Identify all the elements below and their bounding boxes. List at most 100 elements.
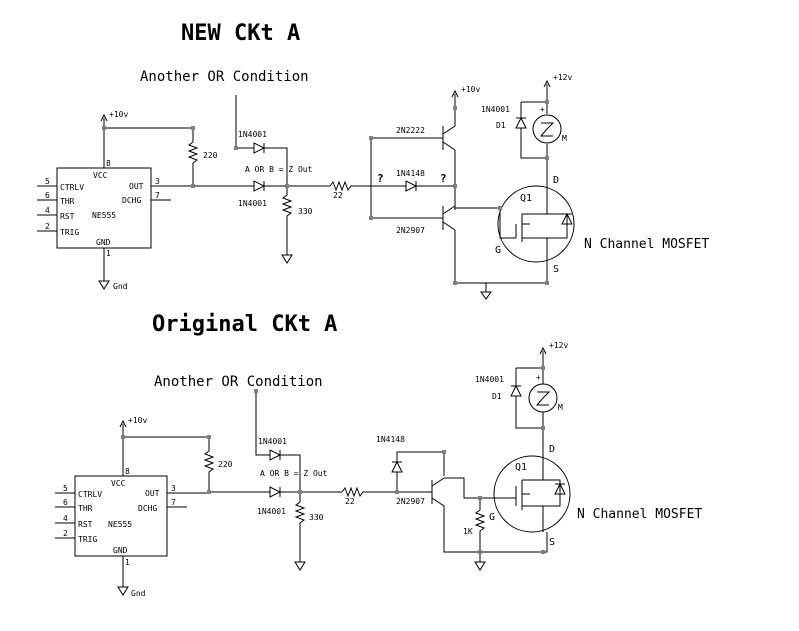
gnd-label: Gnd <box>113 282 128 291</box>
resistor-220: 220 <box>187 141 218 186</box>
original-pin-1: 1 <box>125 558 130 567</box>
resistor-22: 22 <box>329 180 371 200</box>
original-resistor-330: 330 <box>294 492 324 571</box>
q1-label: Q1 <box>520 193 532 204</box>
original-vcc-12v-label: +12v <box>549 341 568 350</box>
original-r22-label: 22 <box>345 497 355 506</box>
d1-ref-label: D1 <box>496 121 506 130</box>
new-circuit: NEW CKt A Another OR Condition +10v VCC … <box>37 21 709 300</box>
original-chip-vcc: VCC <box>111 479 126 488</box>
diode-1n4148-label: 1N4148 <box>396 169 425 178</box>
original-d1-ref: D1 <box>492 392 502 401</box>
pin-5-label: 5 <box>45 177 50 186</box>
resistor-220-label: 220 <box>203 151 218 160</box>
original-pin-5: 5 <box>63 484 68 493</box>
mosfet-q1: Q1 D G S N Channel MOSFET <box>495 175 709 275</box>
question-mark-2: ? <box>440 172 447 185</box>
transistor-2n2222-label: 2N2222 <box>396 126 425 135</box>
diode-a-label: 1N4001 <box>238 130 267 139</box>
original-r330-label: 330 <box>309 513 324 522</box>
original-resistor-220: 220 <box>203 450 233 493</box>
diode-b-label: 1N4001 <box>238 199 267 208</box>
original-pin-6: 6 <box>63 498 68 507</box>
original-chip-ctrlv: CTRLV <box>78 490 102 499</box>
chip-rst-label: RST <box>60 212 75 221</box>
original-diode-a: 1N4001 <box>255 391 301 492</box>
original-circuit: Original CKt A Another OR Condition +10v… <box>55 312 702 598</box>
original-q1-label: Q1 <box>515 462 527 473</box>
chip-thr-label: THR <box>60 197 75 206</box>
chip-ground: Gnd <box>98 248 128 291</box>
pin-8-label: 8 <box>106 159 111 168</box>
transistor-2n2907-label: 2N2907 <box>396 226 425 235</box>
vcc-12v-label: +12v <box>553 73 572 82</box>
pin-7-label: 7 <box>155 191 160 200</box>
vcc-10v-supply: +10v <box>100 110 194 168</box>
pin-g-label: G <box>495 245 501 256</box>
original-resistor-1k: 1K G <box>463 498 548 571</box>
question-mark-1: ? <box>377 172 384 185</box>
motor-plus: + <box>540 105 545 114</box>
motor-circuit: +12v + 1N4001 D1 M <box>481 73 572 190</box>
original-pin-7: 7 <box>171 498 176 507</box>
original-chip-name: NE555 <box>108 520 132 529</box>
original-pin-s: S <box>549 537 555 548</box>
diode-1n4001-b: 1N4001 A OR B = Z Out <box>193 165 330 208</box>
pin-1-label: 1 <box>106 249 111 258</box>
original-chip-ground: Gnd <box>117 556 146 598</box>
chip-trig-label: TRIG <box>60 228 79 237</box>
chip-gnd-label: GND <box>96 238 111 247</box>
original-mosfet-label: N Channel MOSFET <box>577 507 702 522</box>
resistor-330: 330 <box>281 186 313 264</box>
original-pin-2: 2 <box>63 529 68 538</box>
new-circuit-title: NEW CKt A <box>181 21 300 46</box>
original-chip-rst: RST <box>78 520 93 529</box>
chip-vcc-label: VCC <box>93 171 108 180</box>
transistor-pair: +10v 2N2222 2N2907 <box>396 85 548 300</box>
chip-ctrlv-label: CTRLV <box>60 183 84 192</box>
pin-s-label: S <box>553 264 559 275</box>
original-pin-4: 4 <box>63 514 68 523</box>
resistor-330-label: 330 <box>298 207 313 216</box>
original-ne555-chip: VCC CTRLV THR RST TRIG GND OUT DCHG NE55… <box>55 467 209 567</box>
original-vcc-10v: +10v <box>119 416 210 476</box>
original-diode-b-label: 1N4001 <box>257 507 286 516</box>
ne555-chip: VCC CTRLV THR RST TRIG GND OUT DCHG NE55… <box>37 159 193 258</box>
original-chip-trig: TRIG <box>78 535 97 544</box>
original-chip-out: OUT <box>145 489 160 498</box>
original-r1k-label: 1K <box>463 527 473 536</box>
junction-dots <box>102 100 549 285</box>
or-condition-label: Another OR Condition <box>140 69 309 85</box>
original-chip-thr: THR <box>78 504 93 513</box>
original-chip-dchg: DCHG <box>138 504 157 513</box>
vcc-10v-label: +10v <box>109 110 128 119</box>
original-diode-1n4148: 1N4148 <box>376 435 445 492</box>
diode-1n4148: ? ? 1N4148 <box>370 137 453 219</box>
original-diode-b: 1N4001 A OR B = Z Out <box>209 469 342 516</box>
original-transistor-2n2907: 2N2907 <box>396 477 516 553</box>
original-or-logic-label: A OR B = Z Out <box>260 469 328 478</box>
original-chip-gnd: GND <box>113 546 128 555</box>
original-resistor-22: 22 <box>341 486 422 506</box>
original-pin-g: G <box>489 512 495 523</box>
original-motor-plus: + <box>536 373 541 382</box>
pin-2-label: 2 <box>45 222 50 231</box>
pin-4-label: 4 <box>45 206 50 215</box>
chip-out-label: OUT <box>129 182 144 191</box>
or-logic-label: A OR B = Z Out <box>245 165 313 174</box>
d1-part-label: 1N4001 <box>481 105 510 114</box>
original-1n4148-label: 1N4148 <box>376 435 405 444</box>
original-pin-d: D <box>549 444 555 455</box>
original-d1-part: 1N4001 <box>475 375 504 384</box>
vcc-10v-b-label: +10v <box>461 85 480 94</box>
original-junction-dots <box>121 366 545 554</box>
original-pin-3: 3 <box>171 484 176 493</box>
pin-3-label: 3 <box>155 177 160 186</box>
original-diode-a-label: 1N4001 <box>258 437 287 446</box>
original-motor-label: M <box>558 403 563 412</box>
original-vcc-10v-label: +10v <box>128 416 147 425</box>
motor-label: M <box>562 134 567 143</box>
resistor-22-label: 22 <box>333 191 343 200</box>
